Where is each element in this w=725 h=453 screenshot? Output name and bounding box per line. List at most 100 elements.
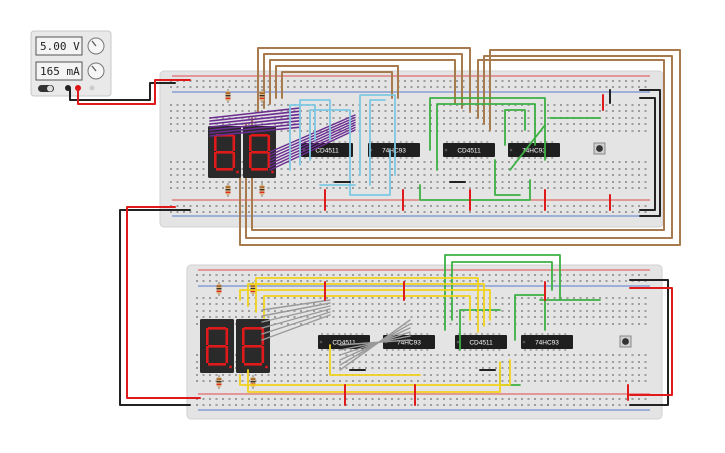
display-segment — [251, 168, 268, 171]
brown-wire-4[interactable] — [257, 47, 471, 113]
top-right-ground-wire[interactable] — [639, 97, 656, 211]
green-wire-1[interactable] — [429, 97, 546, 161]
purple-wire-6[interactable] — [209, 123, 301, 134]
cyan-wire-5[interactable] — [369, 99, 386, 186]
display-segment — [232, 135, 236, 151]
display-segment — [206, 328, 209, 345]
green-wire-4[interactable] — [494, 159, 521, 196]
resistor-icon[interactable] — [250, 282, 256, 296]
green-wire-7[interactable] — [509, 124, 546, 171]
purple-wire-7[interactable] — [209, 126, 301, 137]
gray-wire-6[interactable] — [261, 314, 331, 341]
seven-segment-display[interactable]: 8 — [200, 319, 234, 373]
green-wire-5[interactable] — [504, 109, 526, 146]
top-right-rail-wire[interactable] — [639, 89, 661, 217]
bottom-green-wire-1[interactable] — [444, 254, 561, 331]
yellow-wire-2[interactable] — [247, 283, 485, 327]
purple-diag-wire-2[interactable] — [269, 126, 356, 168]
cyan-wire-3[interactable] — [309, 109, 391, 196]
green-wire-2[interactable] — [436, 103, 536, 171]
purple-wire-2[interactable] — [209, 110, 301, 122]
resistor-icon[interactable] — [259, 183, 265, 197]
board-link-positive-wire[interactable] — [126, 206, 201, 399]
cyan-wire-2[interactable] — [299, 99, 331, 166]
purple-diag-wire-6[interactable] — [269, 116, 356, 156]
display-segment — [208, 345, 226, 348]
brown-wire-6[interactable] — [269, 59, 456, 105]
brown-wire-5[interactable] — [263, 53, 463, 109]
yellow-wire-7[interactable] — [329, 344, 421, 376]
voltage-knob-icon[interactable] — [87, 37, 105, 55]
purple-wire-5[interactable] — [209, 120, 301, 131]
brown-wire-8[interactable] — [281, 71, 393, 99]
yellow-wire-6[interactable] — [247, 361, 501, 393]
psu-ground-wire[interactable] — [69, 82, 176, 101]
gray-wire-1[interactable] — [261, 299, 331, 311]
yellow-wire-3[interactable] — [255, 277, 479, 333]
gray-wire-3[interactable] — [261, 305, 331, 323]
display-segment — [249, 135, 252, 151]
display-segment — [206, 346, 209, 363]
gray-diag-wire-6[interactable] — [339, 339, 411, 346]
display-segment — [249, 152, 252, 168]
display-segment — [232, 152, 236, 168]
seven-segment-display[interactable]: 8 — [208, 126, 241, 178]
purple-diag-wire-3[interactable] — [269, 124, 356, 165]
bottom-green-wire-3[interactable] — [459, 309, 501, 351]
psu-positive-wire[interactable] — [77, 79, 191, 105]
purple-diag-wire-7[interactable] — [269, 114, 356, 153]
brown-wire-3[interactable] — [251, 59, 665, 231]
display-segment — [267, 135, 271, 151]
purple-wire-3[interactable] — [209, 113, 301, 125]
display-segment — [214, 152, 217, 168]
power-switch-icon[interactable] — [38, 85, 54, 92]
bottom-green-wire-2[interactable] — [451, 261, 553, 321]
bottom-right-ground-wire[interactable] — [629, 279, 669, 406]
pushbutton-icon[interactable] — [619, 335, 632, 348]
purple-diag-wire-5[interactable] — [269, 119, 356, 159]
chip-label: 74HC93 — [397, 340, 421, 347]
cyan-wire-1[interactable] — [289, 104, 316, 171]
ic-chip[interactable]: 74HC93 — [521, 333, 573, 351]
pushbutton-icon[interactable] — [593, 142, 606, 155]
purple-wire-1[interactable] — [209, 107, 301, 119]
power-supply[interactable]: 5.00 V 165 mA — [30, 30, 112, 97]
brown-wire-1[interactable] — [239, 49, 681, 246]
brown-wire-2[interactable] — [245, 55, 673, 239]
display-segment — [208, 327, 226, 330]
current-knob-icon[interactable] — [87, 62, 105, 80]
ic-chip[interactable]: 74HC93 — [508, 141, 560, 159]
ground-terminal[interactable] — [89, 85, 95, 91]
gray-wire-5[interactable] — [261, 311, 331, 335]
ic-chip[interactable]: CD4511 — [455, 333, 507, 351]
ic-chip[interactable]: 74HC93 — [368, 141, 420, 159]
ic-chip[interactable]: CD4511 — [443, 141, 495, 159]
seven-segment-display[interactable]: 8 — [243, 126, 276, 178]
purple-diag-wire-4[interactable] — [269, 121, 356, 162]
display-segment — [244, 327, 262, 330]
display-segment — [225, 346, 229, 363]
yellow-wire-1[interactable] — [239, 289, 491, 321]
resistor-icon[interactable] — [225, 89, 231, 103]
yellow-wire-5[interactable] — [239, 359, 511, 386]
cyan-wire-4[interactable] — [359, 94, 396, 176]
resistor-icon[interactable] — [216, 282, 222, 296]
resistor-icon[interactable] — [259, 89, 265, 103]
gray-wire-2[interactable] — [261, 302, 331, 317]
resistor-icon[interactable] — [225, 183, 231, 197]
brown-wire-7[interactable] — [275, 65, 399, 99]
display-segment — [242, 346, 245, 363]
ic-chip[interactable]: CD4511 — [318, 333, 370, 351]
board-link-ground-wire[interactable] — [119, 209, 191, 406]
resistor-icon[interactable] — [216, 375, 222, 389]
purple-wire-4[interactable] — [209, 116, 301, 128]
purple-diag-wire-1[interactable] — [269, 129, 356, 171]
bottom-right-positive-wire[interactable] — [629, 287, 673, 396]
seven-segment-display[interactable]: 8 — [236, 319, 270, 373]
display-segment — [244, 345, 262, 348]
bottom-green-wire-4[interactable] — [514, 294, 546, 341]
green-wire-3[interactable] — [419, 179, 531, 201]
gray-wire-4[interactable] — [261, 308, 331, 329]
yellow-wire-4[interactable] — [263, 295, 471, 321]
